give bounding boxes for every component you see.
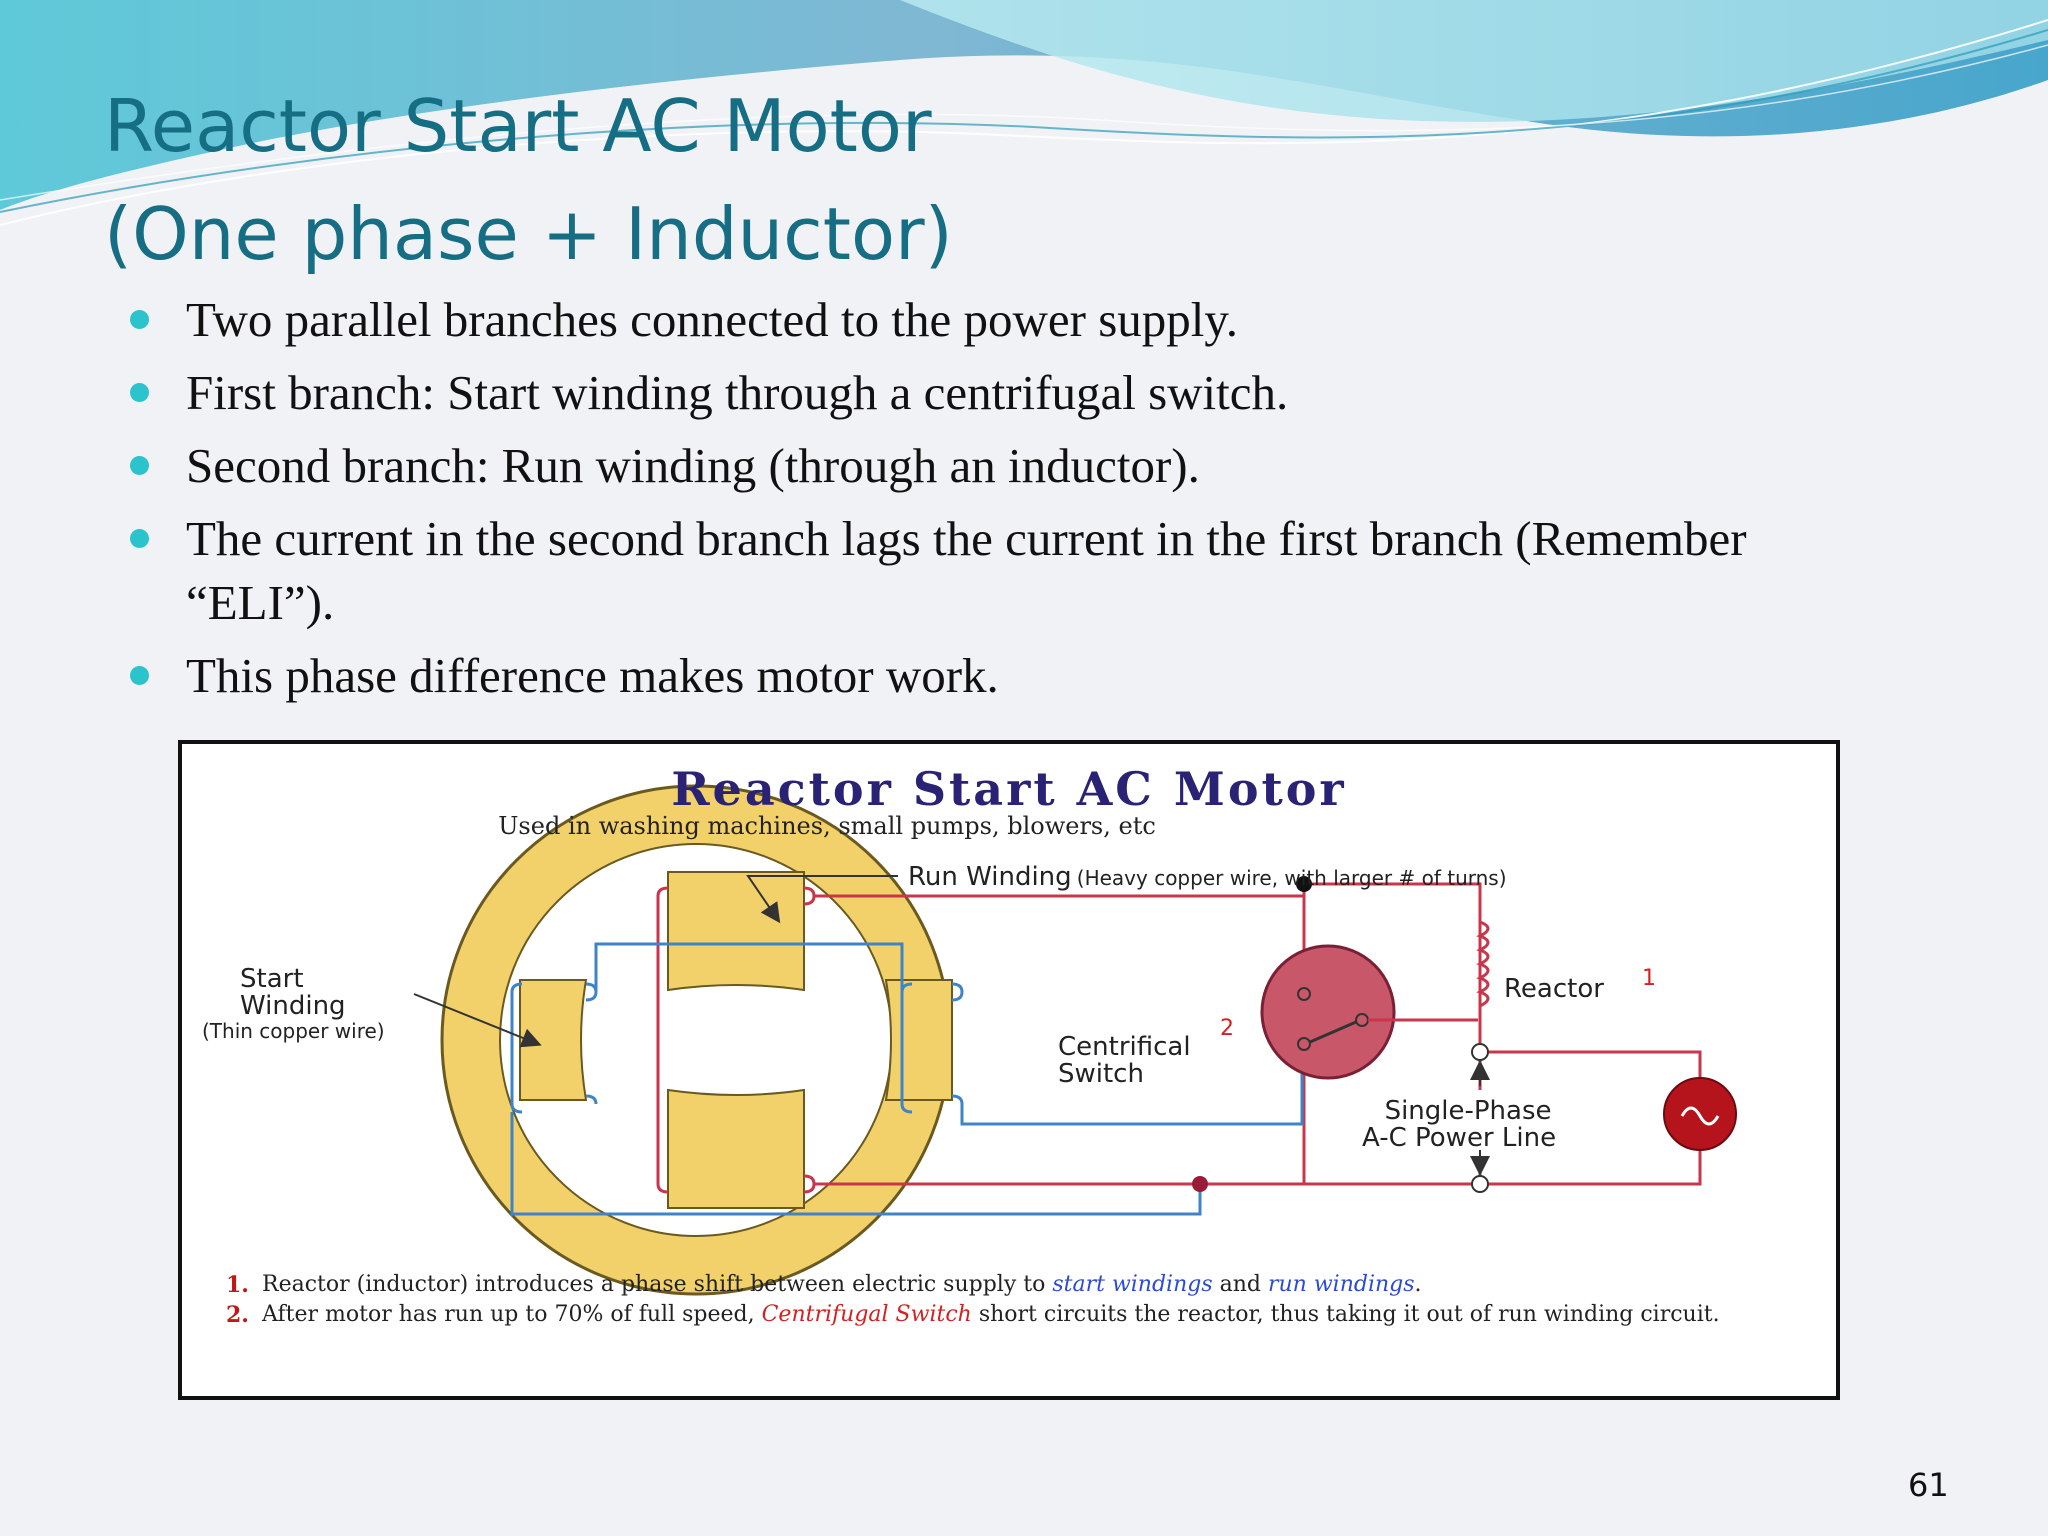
start-winding-leader bbox=[413, 993, 542, 1048]
bullet-text: Two parallel branches connected to the p… bbox=[186, 292, 1238, 347]
bullet-dot-icon bbox=[130, 666, 149, 685]
run-winding-leader bbox=[746, 875, 898, 924]
junction-dot bbox=[1192, 1176, 1208, 1192]
bullet-text: Second branch: Run winding (through an i… bbox=[186, 438, 1200, 493]
terminal-top bbox=[1471, 1043, 1489, 1061]
junction-dot bbox=[1296, 876, 1312, 892]
bullet-text: The current in the second branch lags th… bbox=[186, 511, 1747, 630]
centrifugal-switch-number: 2 bbox=[1220, 1016, 1234, 1041]
bullet-text: This phase difference makes motor work. bbox=[186, 648, 999, 703]
pole-left bbox=[519, 979, 588, 1101]
start-winding-wire bbox=[510, 942, 1304, 1216]
slide-title: Reactor Start AC Motor (One phase + Indu… bbox=[104, 72, 953, 288]
pole-right bbox=[884, 979, 953, 1101]
centrifugal-switch-label: Centrifical Switch bbox=[1058, 1032, 1191, 1089]
bullet-dot-icon bbox=[130, 456, 149, 475]
bullet-text: First branch: Start winding through a ce… bbox=[186, 365, 1289, 420]
bullet-item: First branch: Start winding through a ce… bbox=[124, 361, 1764, 425]
bullet-item: Two parallel branches connected to the p… bbox=[124, 288, 1764, 352]
bullet-dot-icon bbox=[130, 529, 149, 548]
bullet-item: Second branch: Run winding (through an i… bbox=[124, 434, 1764, 498]
run-winding-label: Run Winding (Heavy copper wire, with lar… bbox=[908, 862, 1507, 892]
pole-bottom bbox=[667, 1088, 805, 1209]
reactor-label: Reactor bbox=[1504, 974, 1604, 1004]
reactor-number: 1 bbox=[1642, 966, 1656, 991]
bullet-item: The current in the second branch lags th… bbox=[124, 507, 1764, 635]
bullet-dot-icon bbox=[130, 310, 149, 329]
motor-circuit-diagram bbox=[413, 784, 1737, 1296]
bullet-dot-icon bbox=[130, 383, 149, 402]
background-waves bbox=[0, 0, 2048, 226]
figure-notes: 1. Reactor (inductor) introduces a phase… bbox=[226, 1272, 1806, 1332]
motor-diagram-figure: Reactor Start AC Motor Used in washing m… bbox=[178, 740, 1840, 1400]
bullet-item: This phase difference makes motor work. bbox=[124, 644, 1764, 708]
bullet-list: Two parallel branches connected to the p… bbox=[124, 288, 1764, 717]
start-winding-label: Start Winding (Thin copper wire) bbox=[202, 964, 385, 1043]
figure-note: 1. Reactor (inductor) introduces a phase… bbox=[226, 1272, 1422, 1298]
power-line-label: Single-Phase A-C Power Line bbox=[1362, 1096, 1557, 1153]
slide-title-line1: Reactor Start AC Motor bbox=[104, 84, 932, 168]
terminal-bottom bbox=[1471, 1175, 1489, 1193]
slide-title-line2: (One phase + Inductor) bbox=[104, 192, 953, 276]
figure-subtitle: Used in washing machines, small pumps, b… bbox=[498, 812, 1156, 840]
inductor-coil-icon bbox=[1476, 920, 1490, 1008]
figure-note: 2. After motor has run up to 70% of full… bbox=[226, 1302, 1720, 1328]
slide-number: 61 bbox=[1908, 1466, 1949, 1504]
centrifugal-switch bbox=[1260, 944, 1396, 1080]
figure-title: Reactor Start AC Motor bbox=[671, 762, 1347, 816]
pole-top bbox=[667, 871, 805, 992]
